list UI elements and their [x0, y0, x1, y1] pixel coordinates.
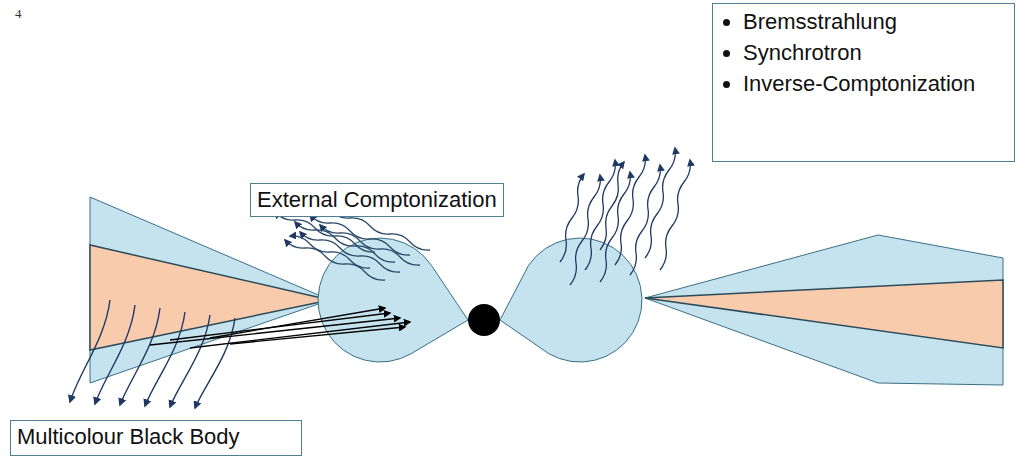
box-label: External Comptonization [257, 186, 497, 214]
page-number: 4 [15, 6, 22, 22]
thermal-emission [70, 300, 235, 408]
corona [500, 238, 642, 362]
accretion-disk [90, 197, 330, 383]
process-label-box: External Comptonization [250, 183, 504, 217]
accretion-disk [645, 235, 1003, 385]
emission-list-box: BremsstrahlungSynchrotronInverse-Compton… [712, 3, 1015, 162]
process-label-box: Multicolour Black Body [10, 420, 302, 456]
compton-photon [275, 210, 430, 280]
list-item: Synchrotron [743, 37, 1008, 68]
corona-emission [560, 148, 690, 285]
list-item: Bremsstrahlung [743, 6, 1008, 37]
box-label: Multicolour Black Body [17, 423, 295, 451]
seed-photon-arrow [150, 308, 410, 348]
list-item: Inverse-Comptonization [743, 68, 1008, 99]
black-hole [468, 304, 500, 336]
corona [318, 238, 468, 362]
bullet-list: BremsstrahlungSynchrotronInverse-Compton… [719, 6, 1008, 99]
